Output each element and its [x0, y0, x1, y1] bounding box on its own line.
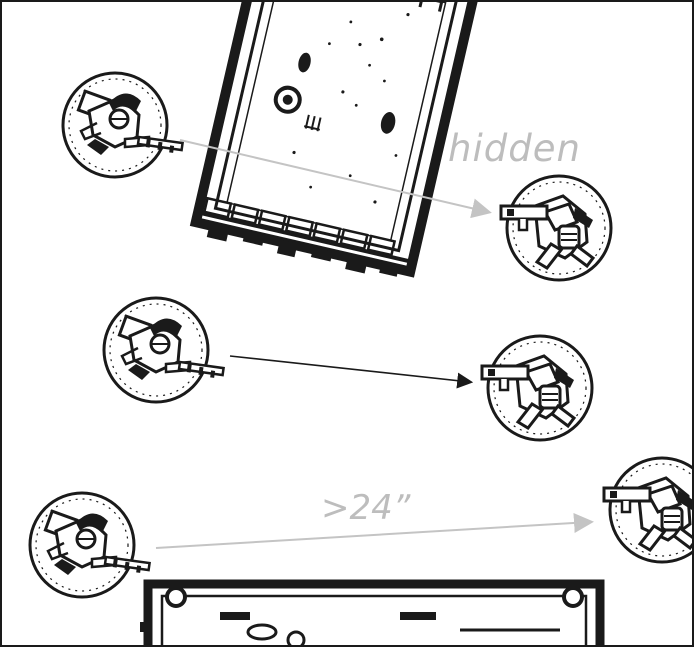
target-model-3-icon — [604, 458, 694, 562]
los-arrow-visible — [230, 356, 470, 382]
range-label: >24” — [321, 491, 410, 525]
shooter-model-3-icon — [30, 493, 150, 597]
ruin-terrain-top — [193, 0, 475, 283]
target-model-2-icon — [482, 336, 592, 440]
shooter-model-1-icon — [63, 73, 183, 177]
target-model-1-icon — [501, 176, 611, 280]
hidden-label: hidden — [448, 130, 581, 167]
shooter-model-2-icon — [104, 298, 224, 402]
ruin-terrain-bottom — [140, 584, 600, 647]
